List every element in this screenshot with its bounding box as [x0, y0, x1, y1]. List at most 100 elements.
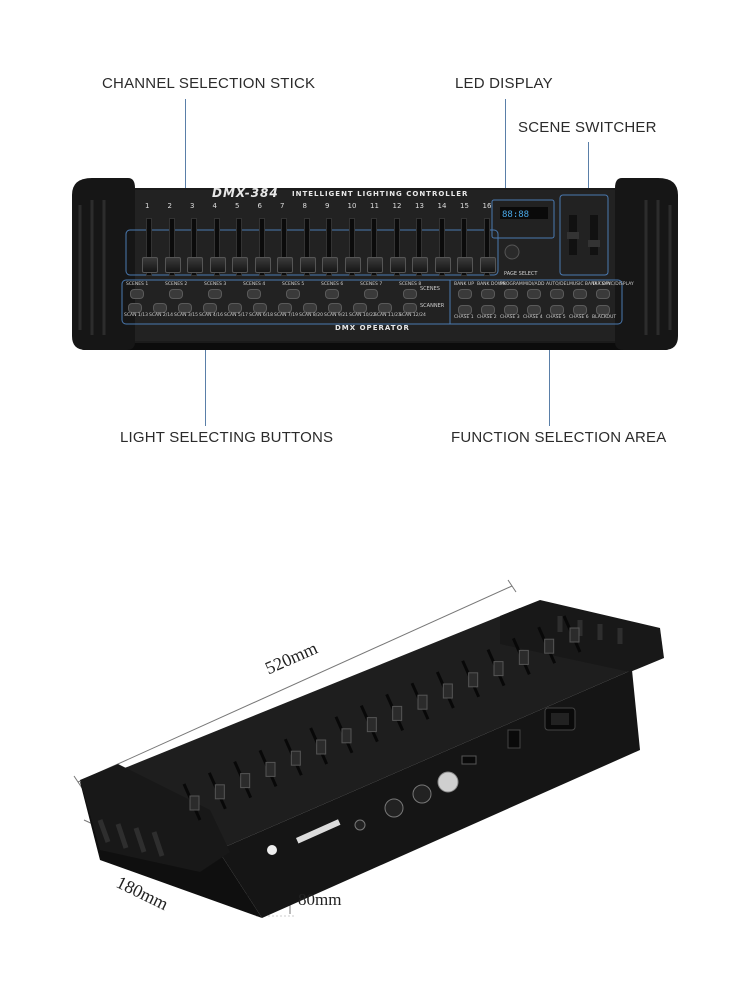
button-label: SCAN 5/17	[224, 313, 248, 318]
panel-button[interactable]	[325, 289, 339, 299]
channel-fader[interactable]	[412, 218, 428, 276]
channel-fader[interactable]	[232, 218, 248, 276]
model-name: DMX-384	[212, 186, 279, 200]
leader-line-channel	[185, 99, 186, 234]
panel-button[interactable]	[208, 289, 222, 299]
panel-button[interactable]	[596, 289, 610, 299]
channel-number: 15	[460, 202, 469, 210]
panel-button[interactable]	[504, 305, 518, 315]
panel-button[interactable]	[573, 289, 587, 299]
panel-button[interactable]	[253, 303, 267, 313]
button-label: BANK DOWN	[477, 282, 506, 287]
fader-cap	[187, 257, 203, 273]
panel-button[interactable]	[550, 289, 564, 299]
fader-cap	[434, 257, 451, 273]
callout-function-selection-area: FUNCTION SELECTION AREA	[451, 429, 667, 446]
button-label: PROGRAM	[500, 282, 523, 287]
button-label: SCAN 4/16	[199, 313, 223, 318]
back-fader-cap	[341, 728, 352, 744]
panel-button[interactable]	[247, 289, 261, 299]
panel-button[interactable]	[130, 289, 144, 299]
button-label: SCENES 4	[243, 282, 266, 287]
back-fader-cap	[493, 661, 504, 677]
panel-button[interactable]	[353, 303, 367, 313]
channel-number: 13	[415, 202, 424, 210]
button-label: CHASE 6	[569, 315, 589, 320]
button-label: MIDI/ADD	[523, 282, 545, 287]
channel-fader[interactable]	[389, 218, 406, 276]
back-fader-cap	[569, 627, 580, 643]
back-fader-cap	[518, 649, 529, 665]
leader-line-light	[205, 330, 206, 426]
panel-button[interactable]	[286, 289, 300, 299]
panel-button[interactable]	[278, 303, 292, 313]
panel-button[interactable]	[458, 305, 472, 315]
channel-fader[interactable]	[367, 218, 383, 276]
panel-button[interactable]	[203, 303, 217, 313]
channel-number: 5	[235, 202, 240, 210]
console-back-view	[73, 579, 664, 918]
fader-cap	[254, 257, 271, 273]
button-label: SCAN 1/13	[124, 313, 148, 318]
channel-fader[interactable]	[209, 218, 226, 276]
back-fader-cap	[442, 683, 453, 699]
back-fader-cap	[544, 638, 555, 654]
callout-led-display: LED DISPLAY	[455, 75, 553, 92]
button-label: CHASE 4	[523, 315, 543, 320]
button-label: CHASE 1	[454, 315, 474, 320]
channel-fader[interactable]	[277, 218, 293, 276]
button-label: BANK UP	[454, 282, 474, 287]
panel-button[interactable]	[527, 289, 541, 299]
channel-number: 4	[212, 202, 217, 210]
svg-text:88:88: 88:88	[502, 210, 529, 220]
back-fader-cap	[417, 694, 428, 710]
channel-fader[interactable]	[434, 218, 451, 276]
button-label: CHASE 3	[500, 315, 520, 320]
panel-button[interactable]	[573, 305, 587, 315]
panel-button[interactable]	[178, 303, 192, 313]
panel-button[interactable]	[303, 303, 317, 313]
channel-fader[interactable]	[457, 218, 473, 276]
channel-number: 12	[392, 202, 402, 210]
callout-scene-switcher: SCENE SWITCHER	[518, 119, 657, 136]
panel-button[interactable]	[228, 303, 242, 313]
panel-button[interactable]	[481, 289, 495, 299]
fader-cap	[209, 257, 226, 273]
fader-bank	[138, 210, 498, 280]
panel-button[interactable]	[328, 303, 342, 313]
panel-button[interactable]	[550, 305, 564, 315]
button-label: SCAN 11/23	[374, 313, 401, 318]
panel-button[interactable]	[403, 289, 417, 299]
back-fader-cap	[214, 784, 225, 800]
button-label: SCAN 6/18	[249, 313, 273, 318]
panel-button[interactable]	[153, 303, 167, 313]
channel-fader[interactable]	[344, 218, 361, 276]
back-fader-cap	[316, 739, 327, 755]
channel-fader[interactable]	[322, 218, 338, 276]
panel-button[interactable]	[458, 289, 472, 299]
panel-button[interactable]	[128, 303, 142, 313]
fader-cap	[232, 257, 248, 273]
fader-cap	[344, 257, 361, 273]
button-label: SCENES 2	[165, 282, 188, 287]
channel-fader[interactable]	[142, 218, 158, 276]
panel-button[interactable]	[596, 305, 610, 315]
channel-fader[interactable]	[299, 218, 316, 276]
panel-button[interactable]	[378, 303, 392, 313]
panel-button[interactable]	[403, 303, 417, 313]
button-label: SCENES 1	[126, 282, 149, 287]
channel-fader[interactable]	[479, 218, 496, 276]
channel-fader[interactable]	[164, 218, 181, 276]
channel-number: 1	[145, 202, 150, 210]
channel-fader[interactable]	[187, 218, 203, 276]
panel-button[interactable]	[527, 305, 541, 315]
panel-button[interactable]	[481, 305, 495, 315]
channel-number: 2	[167, 202, 172, 210]
scanner-tag: SCANNER	[420, 303, 445, 309]
back-fader-cap	[265, 761, 276, 777]
panel-button[interactable]	[364, 289, 378, 299]
panel-button[interactable]	[169, 289, 183, 299]
channel-fader[interactable]	[254, 218, 271, 276]
panel-button[interactable]	[504, 289, 518, 299]
button-label: TAP SYNC/DISPLAY	[592, 282, 634, 287]
